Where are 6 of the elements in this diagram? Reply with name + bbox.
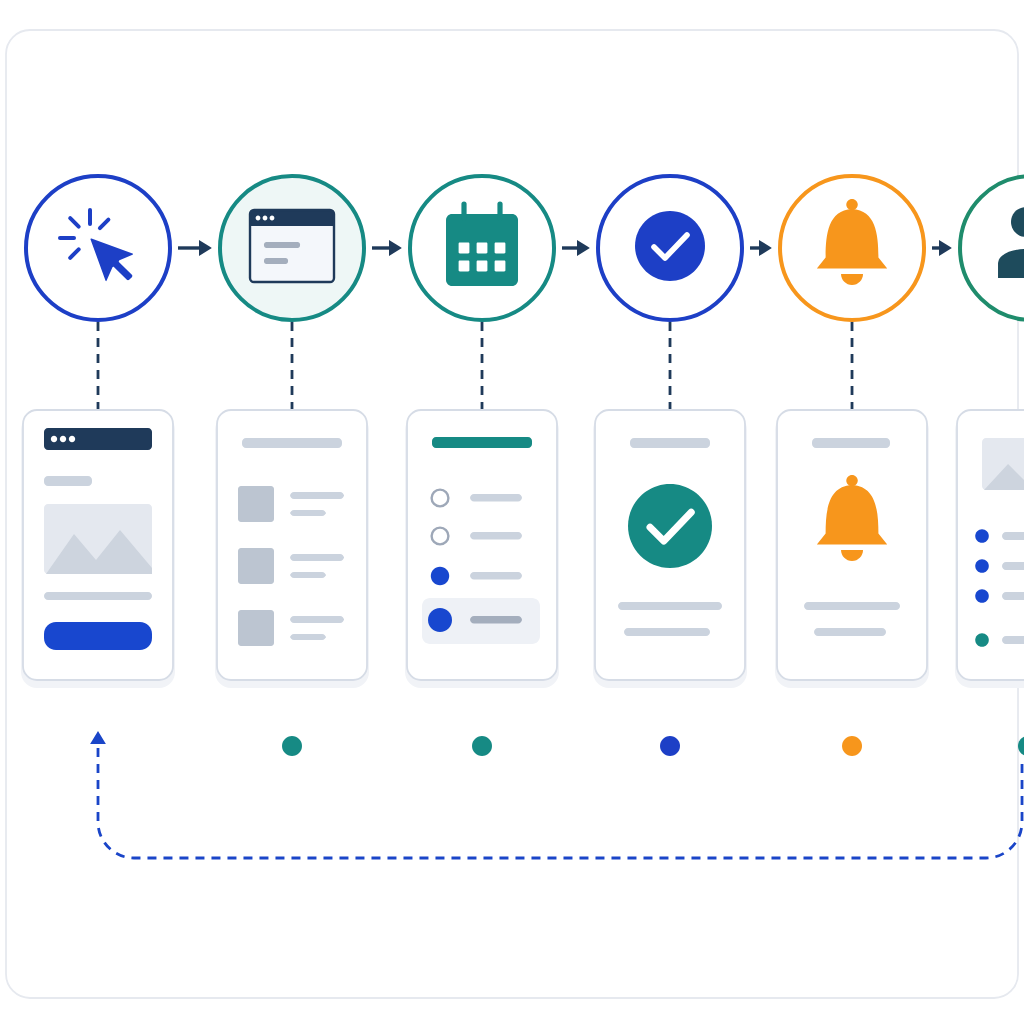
dashed-line <box>668 322 672 410</box>
dashed-line <box>480 322 484 410</box>
dashed-line <box>96 322 100 410</box>
dashed-line <box>850 322 854 410</box>
step-circle <box>24 174 172 322</box>
dashed-line <box>290 322 294 410</box>
